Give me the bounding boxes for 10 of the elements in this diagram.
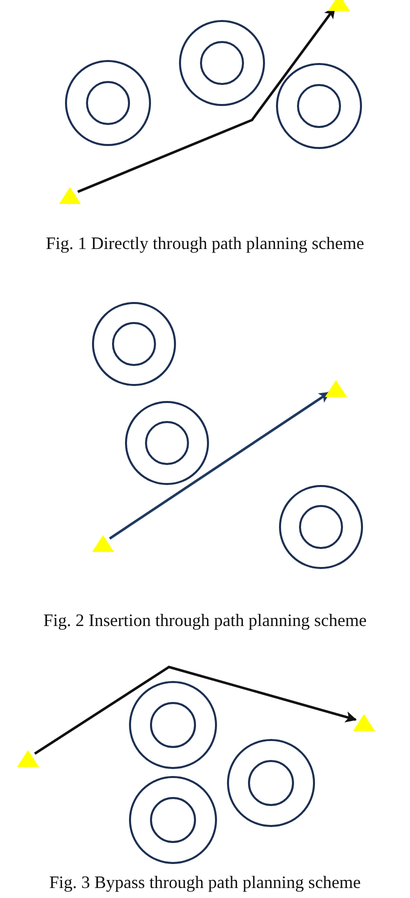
arrow	[34, 666, 357, 755]
triangle-marker	[92, 534, 114, 552]
triangle-marker	[59, 186, 81, 204]
triangle-marker	[353, 714, 375, 730]
figure-caption: Fig. 2 Insertion through path planning scheme	[42, 610, 368, 631]
arrow	[108, 391, 330, 540]
triangle-marker	[17, 750, 39, 766]
figure-caption: Fig. 1 Directly through path planning scheme	[44, 233, 366, 254]
triangle-marker	[325, 380, 347, 396]
figure-caption: Fig. 3 Bypass through path planning scheme	[48, 872, 362, 893]
